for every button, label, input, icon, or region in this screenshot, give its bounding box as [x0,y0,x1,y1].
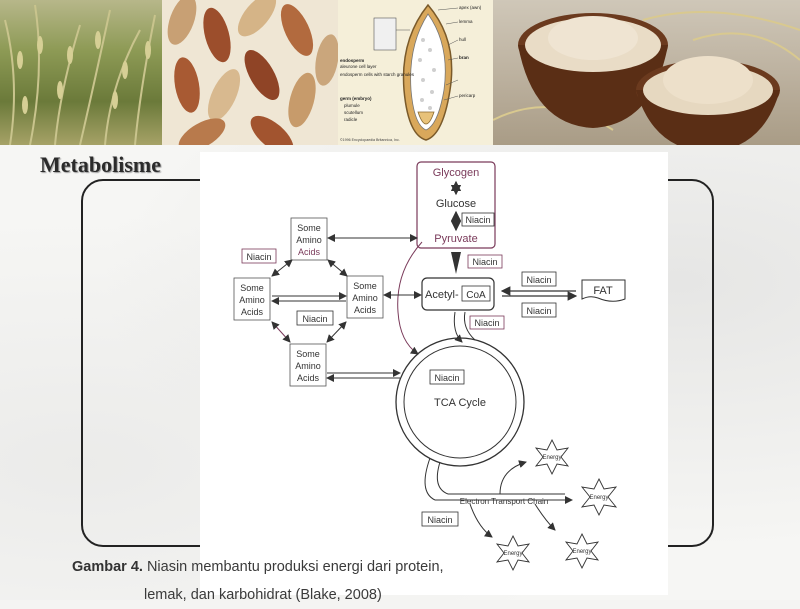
caption-line2: lemak, dan karbohidrat (Blake, 2008) [144,587,382,603]
grain-label-aleurone: aleurone cell layer [340,64,377,69]
tca-etc-arrow [424,457,436,501]
caption-line1: Niasin membantu produksi energi dari pro… [146,559,444,575]
amino-line3: Acids [241,307,264,317]
grain-label-lemma: lemma [459,19,473,24]
niacin-box [461,212,495,227]
energy-label: Energy [542,455,561,461]
amino-acids-box-bottom [289,343,327,387]
niacin-label: Niacin [465,215,490,225]
niacin-label: Niacin [474,318,499,328]
amino-line2: Amino [239,295,265,305]
etc-energy-arrow [469,503,493,538]
niacin-box [296,310,334,326]
niacin-label: Niacin [302,314,327,324]
energy-star [495,534,531,572]
niacin-label: Niacin [434,373,459,383]
niacin-box [469,315,505,330]
niacin-label: Niacin [472,257,497,267]
acetyl-tca-arrow [453,311,463,343]
caption-label: Gambar 4. [72,559,143,575]
amino-line3: Acids [297,373,320,383]
grain-label-apex: apex (awn) [459,5,482,10]
pyruvate-label: Pyruvate [434,233,477,245]
niacin-label: Niacin [526,275,551,285]
amino-line1: Some [297,223,321,233]
pyruvate-acetyl-arrow [451,252,461,274]
acetyl-tca-arrow-outline [464,311,476,341]
niacin-label: Niacin [246,252,271,262]
amino-arrow [271,259,293,277]
grain-copyright: ©1996 Encyclopaedia Britannica, Inc. [340,138,400,142]
grain-label-hull: hull [459,37,466,42]
amino-line3: Acids [354,305,377,315]
rice-flour-bowls-photo [493,0,800,145]
energy-label: Energy [572,549,591,555]
amino-line1: Some [296,349,320,359]
acetyl-label: Acetyl- [425,289,459,301]
energy-label: Energy [589,495,608,501]
grain-label-pericarp: pericarp [459,93,476,98]
rice-grain-anatomy-diagram: apex (awn) lemma hull bran pericarp endo… [338,0,493,145]
amino-arrow [271,321,291,343]
amino-line2: Amino [295,361,321,371]
niacin-box [521,271,557,287]
tca-etc-arrow-inner [436,461,449,495]
etc-energy-arrow [534,503,556,531]
niacin-box [429,369,465,385]
amino-arrow [326,321,347,343]
amino-acids-box-top [290,217,328,261]
amino-acids-box-right [346,275,384,319]
slide-title: Metabolisme [40,152,161,177]
amino-line3: Acids [298,247,321,257]
energy-star [534,438,570,476]
grain-label-radicle: radicle [344,117,358,122]
grain-label-plumule: plumule [344,103,360,108]
fat-box [581,279,626,302]
energy-star [564,532,600,570]
energy-label: Energy [503,551,522,557]
tca-cycle-label: TCA Cycle [434,397,486,409]
niacin-box [421,511,459,527]
grain-label-bran: bran [459,55,469,60]
etc-label: Electron Transport Chain [460,497,549,506]
energy-star [580,477,618,517]
amino-line1: Some [353,281,377,291]
niacin-label: Niacin [427,515,452,525]
acetyl-coa-box [421,277,495,311]
figure-caption: Gambar 4. Niasin membantu produksi energ… [72,553,444,609]
niacin-box [241,248,277,264]
tca-cycle-outer [395,337,525,467]
grain-label-germ: germ (embryo) [340,96,372,101]
grain-label-starch: endosperm cells with starch granules [340,72,415,77]
amino-arrow [327,259,348,277]
etc-energy-arrow [499,460,527,495]
coa-box [461,285,491,302]
amino-line1: Some [240,283,264,293]
pyruvate-tca-arrow [397,241,423,355]
rice-plant-photo [0,0,162,145]
glucose-label: Glucose [436,198,476,210]
amino-line2: Amino [296,235,322,245]
grain-label-endosperm: endosperm [340,58,364,63]
rice-grains-photo [162,0,338,145]
tca-cycle-inner [403,345,517,459]
glycogen-label: Glycogen [433,167,479,179]
grain-label-scutellum: scutellum [344,110,363,115]
carbohydrate-box [416,161,496,249]
coa-label: CoA [466,290,486,301]
niacin-box [467,254,503,269]
fat-label: FAT [593,285,613,297]
niacin-box [521,302,557,318]
amino-line2: Amino [352,293,378,303]
amino-acids-box-left [233,277,271,321]
metabolism-figure: Glycogen Glucose Niacin Pyruvate Niacin … [200,152,668,595]
niacin-label: Niacin [526,306,551,316]
